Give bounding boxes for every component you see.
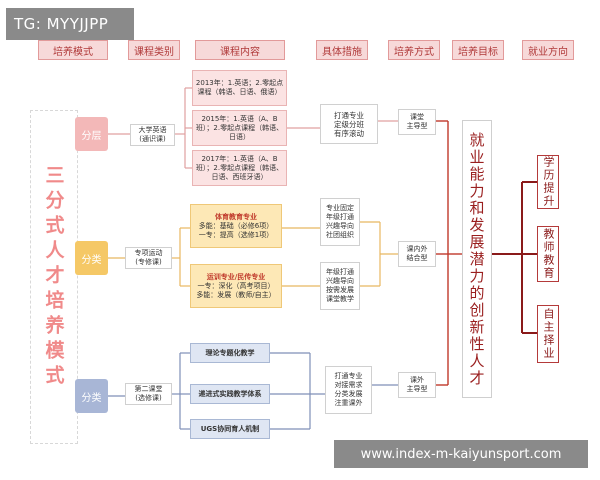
item-practice-system: 递进式实践教学体系 bbox=[190, 384, 270, 404]
phase-classified-2: 分类 bbox=[75, 379, 108, 413]
item-training-major: 运训专业/民传专业 一专：深化（高考项目） 多能：发展（教师/自主） bbox=[190, 264, 282, 308]
item-training-title: 运训专业/民传专业 bbox=[206, 272, 266, 281]
content-2015: 2015年：1.英语（A、B班）；2.零起点课程（韩语、日语） bbox=[192, 110, 287, 146]
header-career-direction: 就业方向 bbox=[522, 40, 574, 60]
item-theory-teaching: 理论专题化教学 bbox=[190, 343, 270, 363]
measures-row3: 打通专业 对接需求 分类发展 注重课外 bbox=[325, 366, 372, 414]
category-special-sports: 专项运动 (专修课) bbox=[125, 247, 172, 269]
header-course-content: 课程内容 bbox=[195, 40, 285, 60]
item-pe-line2: 一专：提高（选修1项） bbox=[198, 230, 274, 239]
header-training-mode: 培养模式 bbox=[38, 40, 108, 60]
measures-row1: 打通专业 定级分班 有序滚动 bbox=[320, 104, 378, 144]
measures-row2b: 年级打通 兴趣导向 按需发展 课堂教学 bbox=[320, 262, 360, 310]
training-mode-label: 三分式人才培养模式 bbox=[30, 110, 78, 444]
training-goal: 就业能力和发展潜力的创新性人才 bbox=[462, 120, 492, 398]
direction-self-employment: 自主择业 bbox=[537, 305, 559, 363]
item-ugs-mechanism: UGS协同育人机制 bbox=[190, 419, 270, 439]
category-second-classroom: 第二课堂 (选修课) bbox=[125, 383, 172, 405]
item-pe-major: 体育教育专业 多能：基础（必修6项） 一专：提高（选修1项） bbox=[190, 204, 282, 248]
header-training-method: 培养方式 bbox=[388, 40, 440, 60]
header-training-goal: 培养目标 bbox=[452, 40, 504, 60]
item-training-line2: 多能：发展（教师/自主） bbox=[196, 290, 276, 299]
item-pe-line1: 多能：基础（必修6项） bbox=[198, 221, 274, 230]
content-2013: 2013年：1.英语；2.零起点课程（韩语、日语、俄语） bbox=[192, 70, 287, 106]
method-combined: 课内外 结合型 bbox=[398, 241, 436, 267]
direction-teacher: 教师教育 bbox=[537, 226, 559, 282]
phase-classified: 分类 bbox=[75, 241, 108, 275]
item-training-line1: 一专：深化（高考项目） bbox=[197, 281, 275, 290]
phase-layered: 分层 bbox=[75, 117, 108, 151]
header-measures: 具体措施 bbox=[316, 40, 368, 60]
header-course-category: 课程类别 bbox=[128, 40, 180, 60]
watermark: TG: MYYJJPP bbox=[6, 8, 134, 40]
measures-row2a: 专业固定 年级打通 兴趣导向 社团组织 bbox=[320, 198, 360, 246]
content-2017: 2017年：1.英语（A、B班）；2.零起点课程（韩语、日语、西班牙语） bbox=[192, 150, 287, 186]
method-extracurricular: 课外 主导型 bbox=[398, 372, 436, 398]
item-pe-title: 体育教育专业 bbox=[215, 212, 257, 221]
direction-further-study: 学历提升 bbox=[537, 155, 559, 209]
category-college-english: 大学英语 (通识课) bbox=[130, 124, 175, 146]
website-watermark: www.index-m-kaiyunsport.com bbox=[334, 440, 588, 468]
method-classroom: 课堂 主导型 bbox=[398, 109, 436, 135]
